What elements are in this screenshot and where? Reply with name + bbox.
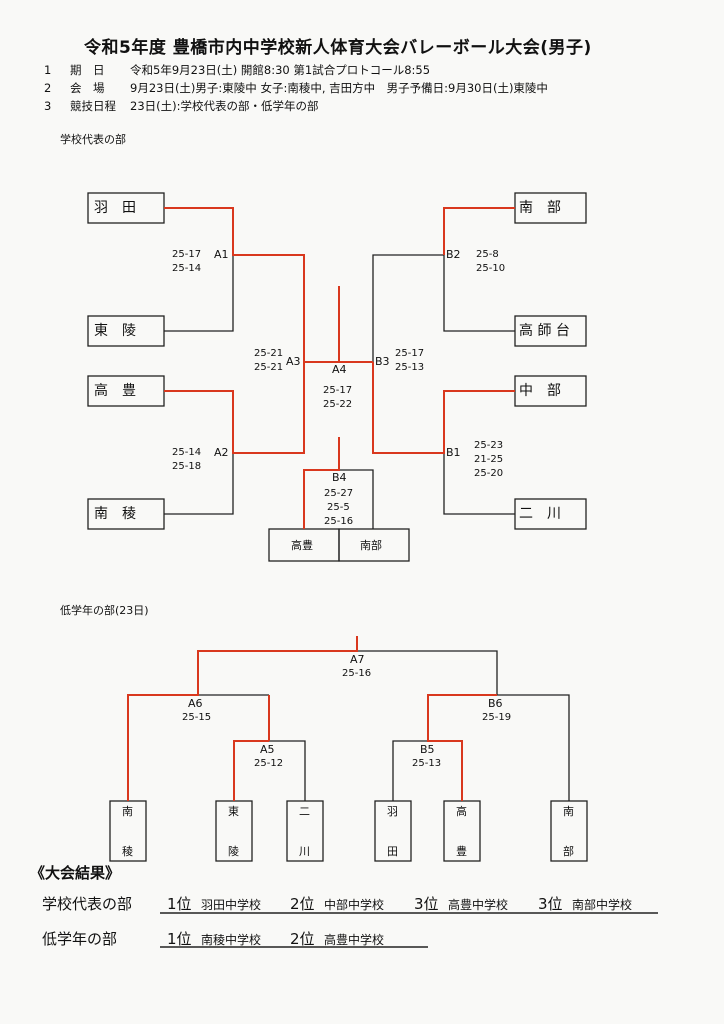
match-label-a1: A1 xyxy=(214,248,229,261)
junior-team-6-top: 南 xyxy=(563,805,574,818)
team-nanryo: 南 稜 xyxy=(94,506,136,522)
results-school-rank-1: 1位 xyxy=(167,895,192,913)
match-label-b5: B5 xyxy=(420,743,435,756)
results-junior-label: 低学年の部 xyxy=(42,930,118,948)
results-junior-rank-1: 1位 xyxy=(167,930,192,948)
junior-team-2-bottom: 陵 xyxy=(228,845,239,858)
results-junior-name-1: 南稜中学校 xyxy=(201,933,262,947)
match-label-a2: A2 xyxy=(214,446,229,459)
score-a4-2: 25-22 xyxy=(323,399,353,410)
junior-team-5-top: 高 xyxy=(456,805,467,818)
junior-team-1-bottom: 稜 xyxy=(122,845,133,858)
info-label-date: 期 日 xyxy=(70,63,105,77)
match-label-a3: A3 xyxy=(286,355,301,368)
info-label-venue: 会 場 xyxy=(70,81,105,95)
score-b5: 25-13 xyxy=(412,758,442,769)
junior-team-5-bottom: 豊 xyxy=(456,845,467,858)
score-a7: 25-16 xyxy=(342,668,372,679)
score-b4-1: 25-27 xyxy=(324,488,354,499)
section-school-heading: 学校代表の部 xyxy=(60,133,126,146)
results-school-rank-3b: 3位 xyxy=(538,895,563,913)
score-b3-2: 25-13 xyxy=(395,362,425,373)
info-text-date: 令和5年9月23日(土) 開館8:30 第1試合プロトコール8:55 xyxy=(130,63,431,77)
score-b6: 25-19 xyxy=(482,712,512,723)
results-junior-name-2: 高豊中学校 xyxy=(324,933,385,947)
match-label-a5: A5 xyxy=(260,743,275,756)
junior-team-4-bottom: 田 xyxy=(387,845,398,858)
third-box-right xyxy=(338,528,410,562)
match-label-b2: B2 xyxy=(446,248,461,261)
score-a1-1: 25-17 xyxy=(172,249,202,260)
team-toryo: 東 陵 xyxy=(94,323,136,339)
match-label-b4: B4 xyxy=(332,471,347,484)
results-school-name-3a: 高豊中学校 xyxy=(448,898,509,912)
score-a2-2: 25-18 xyxy=(172,461,202,472)
results-school-rank-2: 2位 xyxy=(290,895,315,913)
junior-team-4-top: 羽 xyxy=(387,805,398,818)
match-label-a7: A7 xyxy=(350,653,365,666)
score-a2-1: 25-14 xyxy=(172,447,202,458)
junior-team-3-top: 二 xyxy=(299,805,310,818)
section-junior-heading: 低学年の部(23日) xyxy=(60,604,149,617)
team-nanbu: 南 部 xyxy=(519,200,561,216)
score-b1-1: 25-23 xyxy=(474,440,504,451)
third-place-right: 南部 xyxy=(360,539,382,552)
junior-team-2-top: 東 xyxy=(228,805,239,818)
info-text-schedule: 23日(土):学校代表の部・低学年の部 xyxy=(130,99,319,113)
match-label-a6: A6 xyxy=(188,697,203,710)
results-school-rank-3a: 3位 xyxy=(414,895,439,913)
match-label-a4: A4 xyxy=(332,363,347,376)
score-a5: 25-12 xyxy=(254,758,284,769)
team-haneda: 羽 田 xyxy=(94,200,136,216)
results-school-label: 学校代表の部 xyxy=(42,895,133,913)
team-takashidai: 高 師 台 xyxy=(519,323,570,339)
score-b1-3: 25-20 xyxy=(474,468,504,479)
score-a3-1: 25-21 xyxy=(254,348,284,359)
results-school-name-3b: 南部中学校 xyxy=(572,898,633,912)
score-b2-1: 25-8 xyxy=(476,249,499,260)
junior-team-1-top: 南 xyxy=(122,805,133,818)
info-label-schedule: 競技日程 xyxy=(70,99,116,113)
results-junior-rank-2: 2位 xyxy=(290,930,315,948)
match-label-b6: B6 xyxy=(488,697,503,710)
score-b4-3: 25-16 xyxy=(324,516,354,527)
info-no-3: 3 xyxy=(44,99,52,113)
results-school-name-1: 羽田中学校 xyxy=(201,898,262,912)
score-a6: 25-15 xyxy=(182,712,212,723)
junior-team-3-bottom: 川 xyxy=(299,845,310,858)
results-school-name-2: 中部中学校 xyxy=(324,898,385,912)
team-chubu: 中 部 xyxy=(519,383,561,399)
junior-team-6-bottom: 部 xyxy=(563,845,574,858)
team-takatoyo: 高 豊 xyxy=(94,383,136,399)
score-a1-2: 25-14 xyxy=(172,263,202,274)
results-heading: 《大会結果》 xyxy=(30,864,121,882)
score-b2-2: 25-10 xyxy=(476,263,506,274)
score-a3-2: 25-21 xyxy=(254,362,284,373)
info-text-venue: 9月23日(土)男子:東陵中 女子:南稜中, 吉田方中 男子予備日:9月30日(… xyxy=(130,81,548,95)
page-title: 令和5年度 豊橋市内中学校新人体育大会バレーボール大会(男子) xyxy=(84,38,592,58)
match-label-b1: B1 xyxy=(446,446,461,459)
score-b1-2: 21-25 xyxy=(474,454,504,465)
score-a4-1: 25-17 xyxy=(323,385,353,396)
third-place-left: 高豊 xyxy=(291,539,313,552)
team-futagawa: 二 川 xyxy=(519,506,561,522)
info-no-2: 2 xyxy=(44,81,52,95)
score-b3-1: 25-17 xyxy=(395,348,425,359)
score-b4-2: 25-5 xyxy=(327,502,350,513)
info-no-1: 1 xyxy=(44,63,52,77)
match-label-b3: B3 xyxy=(375,355,390,368)
